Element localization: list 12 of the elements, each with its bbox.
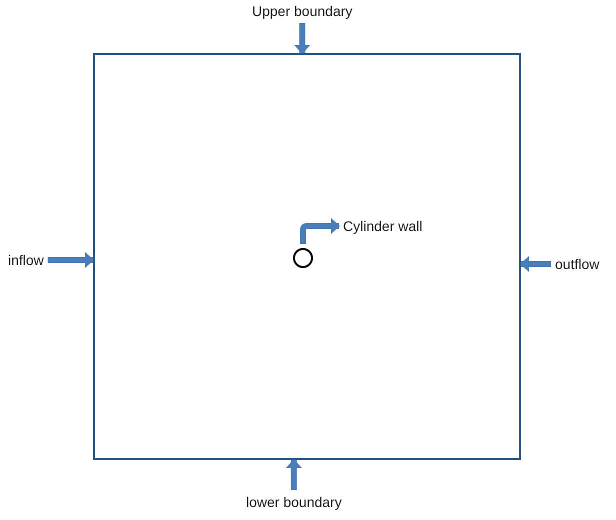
block-arrow [520,256,551,272]
domain-boundary-box [93,53,521,460]
block-arrow [286,459,302,490]
block-arrow [48,252,94,268]
boundary-label: lower boundary [246,494,342,510]
cylinder-label: Cylinder wall [343,218,422,234]
block-arrow [294,23,310,54]
boundary-label: inflow [8,252,44,268]
block-arrow [300,218,340,244]
boundary-label: Upper boundary [252,3,352,19]
cylinder-circle [293,248,313,268]
boundary-label: outflow [555,256,600,272]
